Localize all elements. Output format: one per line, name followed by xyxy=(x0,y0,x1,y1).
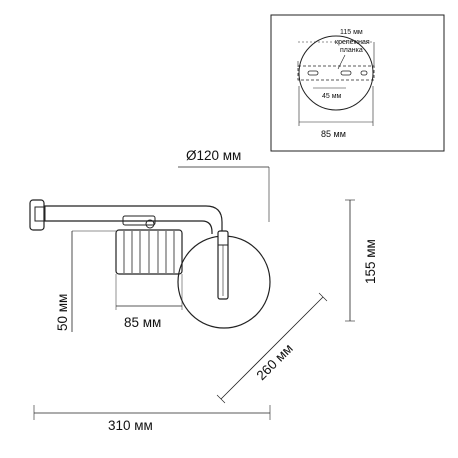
hole-spacing-label: 45 мм xyxy=(322,93,342,100)
shade-width-label: 85 мм xyxy=(124,315,161,330)
plate-label-line2: планка xyxy=(340,47,363,54)
arm-drop-dimension: 50 мм xyxy=(55,230,116,332)
wall-plate-circle xyxy=(298,35,374,111)
mounting-bar xyxy=(297,65,375,81)
arm-drop-label: 50 мм xyxy=(55,294,70,331)
diagonal-label: 260 мм xyxy=(254,341,296,383)
wall-mount xyxy=(29,199,45,231)
slot-center xyxy=(340,70,352,76)
plate-label-line1: крепежная xyxy=(335,39,370,46)
shade-width-dimension: 85 мм xyxy=(115,274,183,330)
diameter-label: Ø120 мм xyxy=(186,148,241,163)
slot-right xyxy=(360,70,368,76)
shade-ribs xyxy=(123,231,175,273)
mounting-inset: 115 мм крепежная планка 45 мм 85 мм xyxy=(270,14,445,152)
inset-width-top-label: 115 мм xyxy=(340,29,363,36)
diameter-dimension: Ø120 мм xyxy=(178,148,270,222)
total-width-dimension: 310 мм xyxy=(33,405,271,433)
diagonal-dimension: 260 мм xyxy=(216,292,328,404)
total-width-label: 310 мм xyxy=(108,418,153,433)
slot-left xyxy=(307,70,319,76)
lamp-arm xyxy=(44,205,223,232)
height-label: 155 мм xyxy=(363,239,378,284)
arm-clamp xyxy=(122,215,156,226)
inset-frame xyxy=(270,14,445,152)
height-dimension: 155 мм xyxy=(345,199,378,322)
plate-width-label: 85 мм xyxy=(321,129,346,139)
lamp-body xyxy=(29,199,271,329)
